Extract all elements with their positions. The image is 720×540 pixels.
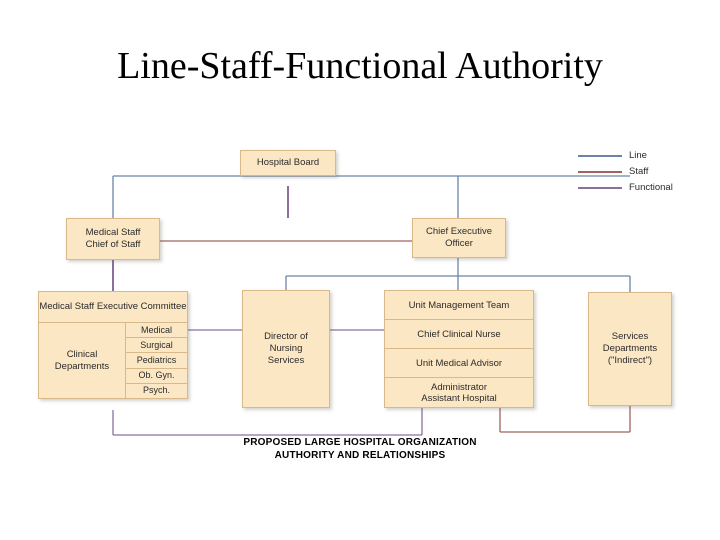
legend-swatch-staff (578, 171, 622, 173)
node-nursing-line3: Services (267, 355, 305, 366)
node-ceo-line1: Chief Executive (425, 226, 492, 237)
legend: Line Staff Functional (578, 148, 698, 196)
node-services-departments[interactable]: Services Departments ("Indirect") (588, 292, 672, 406)
node-administrator-line1: Administrator (431, 381, 487, 393)
legend-label-line: Line (629, 150, 647, 161)
node-hospital-board[interactable]: Hospital Board (240, 150, 336, 176)
legend-item-staff: Staff (578, 164, 698, 180)
legend-label-staff: Staff (629, 166, 649, 177)
node-services-line3: ("Indirect") (607, 355, 653, 366)
node-chief-clinical-nurse[interactable]: Chief Clinical Nurse (384, 319, 534, 348)
clinical-department-list: Medical Surgical Pediatrics Ob. Gyn. Psy… (126, 323, 188, 399)
legend-item-line: Line (578, 148, 698, 164)
list-item[interactable]: Medical (126, 323, 188, 339)
node-clinical-departments[interactable]: Clinical Departments (38, 323, 126, 399)
node-medical-staff-line2: Chief of Staff (85, 239, 141, 250)
node-unit-management-team[interactable]: Unit Management Team (384, 290, 534, 319)
node-administrator-assistant-hospital[interactable]: Administrator Assistant Hospital (384, 377, 534, 408)
page-title: Line-Staff-Functional Authority (117, 45, 603, 87)
list-item[interactable]: Pediatrics (126, 353, 188, 369)
node-nursing-line2: Nursing (269, 343, 303, 354)
node-chief-executive-officer[interactable]: Chief Executive Officer (412, 218, 506, 258)
node-mse-line2: Executive Committee (96, 301, 187, 312)
node-clinical-departments-line1: Clinical (66, 348, 98, 360)
node-medical-staff-line1: Medical Staff (85, 227, 141, 238)
unit-management-stack: Unit Management Team Chief Clinical Nurs… (384, 290, 534, 408)
node-director-of-nursing-services[interactable]: Director of Nursing Services (242, 290, 330, 408)
legend-label-functional: Functional (629, 182, 673, 193)
node-administrator-line2: Assistant Hospital (421, 392, 497, 404)
caption-line-2: AUTHORITY AND RELATIONSHIPS (274, 450, 446, 461)
legend-swatch-functional (578, 187, 622, 189)
caption-line-1: PROPOSED LARGE HOSPITAL ORGANIZATION (243, 437, 477, 448)
diagram-caption: PROPOSED LARGE HOSPITAL ORGANIZATION AUT… (0, 436, 720, 462)
node-mse-line1: Medical Staff (39, 301, 95, 312)
node-ceo-line2: Officer (445, 238, 473, 249)
legend-item-functional: Functional (578, 180, 698, 196)
list-item[interactable]: Psych. (126, 383, 188, 399)
node-services-line2: Departments (602, 343, 658, 354)
list-item[interactable]: Surgical (126, 338, 188, 354)
legend-swatch-line (578, 155, 622, 157)
node-mse-header: Medical Staff Executive Committee (38, 291, 188, 323)
node-nursing-line1: Director of (264, 331, 308, 342)
node-medical-staff-chief[interactable]: Medical Staff Chief of Staff (66, 218, 160, 260)
list-item[interactable]: Ob. Gyn. (126, 368, 188, 384)
node-hospital-board-label: Hospital Board (256, 157, 320, 168)
org-chart-diagram: Hospital Board Medical Staff Chief of St… (0, 120, 720, 480)
node-medical-staff-executive-committee-block[interactable]: Medical Staff Executive Committee Clinic… (38, 291, 188, 399)
node-unit-medical-advisor[interactable]: Unit Medical Advisor (384, 348, 534, 377)
connector-lines (112, 175, 631, 436)
node-services-line1: Services (611, 331, 649, 342)
node-clinical-departments-line2: Departments (54, 360, 110, 372)
